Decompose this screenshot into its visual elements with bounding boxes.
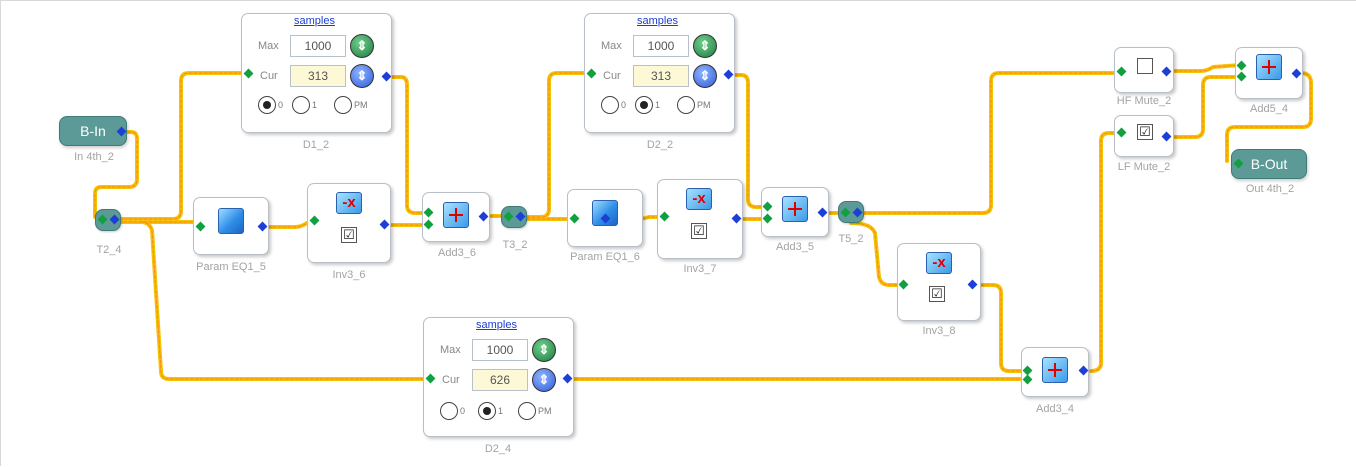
node-t5-2[interactable] bbox=[838, 201, 864, 223]
radio-0[interactable] bbox=[440, 402, 458, 420]
cur-spinner-icon[interactable]: ⇕ bbox=[532, 368, 556, 392]
cur-label: Cur bbox=[442, 374, 460, 386]
samples-link[interactable]: samples bbox=[637, 15, 678, 27]
node-t3-2[interactable] bbox=[501, 206, 527, 228]
add-icon[interactable] bbox=[782, 196, 808, 222]
add-icon[interactable] bbox=[1042, 357, 1068, 383]
delay-label: D2_4 bbox=[484, 443, 512, 455]
add-icon[interactable] bbox=[443, 202, 469, 228]
radio-0-label: 0 bbox=[278, 100, 284, 110]
radio-pm[interactable] bbox=[334, 96, 352, 114]
lf-mute-label: LF Mute_2 bbox=[1117, 161, 1171, 173]
cur-field[interactable]: 626 bbox=[472, 369, 528, 391]
max-field[interactable]: 1000 bbox=[472, 339, 528, 361]
input-block[interactable]: B-In bbox=[59, 116, 127, 146]
radio-1-label: 1 bbox=[312, 100, 318, 110]
max-spinner-icon[interactable]: ⇕ bbox=[693, 34, 717, 58]
radio-pm-label: PM bbox=[538, 406, 552, 416]
node-label: T3_2 bbox=[502, 239, 528, 251]
max-label: Max bbox=[258, 40, 279, 52]
cur-field[interactable]: 313 bbox=[633, 65, 689, 87]
invert-icon[interactable]: -x bbox=[926, 252, 952, 274]
hf-mute-label: HF Mute_2 bbox=[1116, 95, 1172, 107]
delay-block-d1-2[interactable]: samples Max 1000 ⇕ Cur 313 ⇕ 0 1 PM bbox=[241, 13, 392, 133]
param-eq-block[interactable] bbox=[193, 197, 269, 255]
max-spinner-icon[interactable]: ⇕ bbox=[350, 34, 374, 58]
invert-checkbox[interactable]: ☑ bbox=[929, 286, 945, 302]
radio-pm-label: PM bbox=[354, 100, 368, 110]
max-spinner-icon[interactable]: ⇕ bbox=[532, 338, 556, 362]
cur-field[interactable]: 313 bbox=[290, 65, 346, 87]
output-block[interactable]: B-Out bbox=[1231, 149, 1307, 179]
adder-block-add5-4[interactable] bbox=[1235, 47, 1303, 99]
inverter-label: Inv3_7 bbox=[683, 263, 717, 275]
cur-label: Cur bbox=[603, 70, 621, 82]
cur-label: Cur bbox=[260, 70, 278, 82]
param-eq-label: Param EQ1_6 bbox=[570, 251, 640, 263]
radio-1[interactable] bbox=[478, 402, 496, 420]
samples-link[interactable]: samples bbox=[294, 15, 335, 27]
delay-block-d2-4[interactable]: samples Max 1000 ⇕ Cur 626 ⇕ 0 1 PM bbox=[423, 317, 574, 437]
adder-label: Add3_6 bbox=[438, 247, 476, 259]
inverter-label: Inv3_8 bbox=[922, 325, 956, 337]
radio-0[interactable] bbox=[601, 96, 619, 114]
radio-1-label: 1 bbox=[498, 406, 504, 416]
cur-spinner-icon[interactable]: ⇕ bbox=[350, 64, 374, 88]
delay-label: D2_2 bbox=[646, 139, 674, 151]
inverter-block-inv3-7[interactable]: -x ☑ bbox=[657, 179, 743, 259]
radio-pm[interactable] bbox=[677, 96, 695, 114]
delay-block-d2-2[interactable]: samples Max 1000 ⇕ Cur 313 ⇕ 0 1 PM bbox=[584, 13, 735, 133]
add-icon[interactable] bbox=[1256, 54, 1282, 80]
node-t2-4[interactable] bbox=[95, 209, 121, 231]
adder-label: Add5_4 bbox=[1250, 103, 1288, 115]
invert-checkbox[interactable]: ☑ bbox=[691, 223, 707, 239]
node-label: T5_2 bbox=[838, 233, 864, 245]
adder-block-add3-4[interactable] bbox=[1021, 347, 1089, 397]
inverter-block-inv3-8[interactable]: -x ☑ bbox=[897, 243, 981, 321]
input-text: B-In bbox=[80, 123, 106, 139]
radio-1[interactable] bbox=[292, 96, 310, 114]
radio-pm-label: PM bbox=[697, 100, 711, 110]
radio-1-label: 1 bbox=[655, 100, 661, 110]
radio-0-label: 0 bbox=[460, 406, 466, 416]
adder-label: Add3_4 bbox=[1036, 403, 1074, 415]
output-label: Out 4th_2 bbox=[1245, 183, 1295, 195]
invert-checkbox[interactable]: ☑ bbox=[341, 227, 357, 243]
adder-block-add3-6[interactable] bbox=[422, 192, 490, 242]
param-eq-label: Param EQ1_5 bbox=[196, 261, 266, 273]
output-text: B-Out bbox=[1250, 156, 1288, 172]
max-field[interactable]: 1000 bbox=[290, 35, 346, 57]
inverter-block-inv3-6[interactable]: -x ☑ bbox=[307, 183, 391, 263]
samples-link[interactable]: samples bbox=[476, 319, 517, 331]
hf-mute-checkbox[interactable] bbox=[1137, 58, 1153, 74]
radio-1[interactable] bbox=[635, 96, 653, 114]
input-label: In 4th_2 bbox=[74, 151, 114, 163]
eq-square-icon[interactable] bbox=[218, 208, 244, 234]
lf-mute-checkbox[interactable]: ☑ bbox=[1137, 124, 1153, 140]
inverter-label: Inv3_6 bbox=[332, 269, 366, 281]
max-label: Max bbox=[601, 40, 622, 52]
invert-icon[interactable]: -x bbox=[336, 192, 362, 214]
adder-label: Add3_5 bbox=[776, 241, 814, 253]
radio-0-label: 0 bbox=[621, 100, 627, 110]
radio-0[interactable] bbox=[258, 96, 276, 114]
max-label: Max bbox=[440, 344, 461, 356]
max-field[interactable]: 1000 bbox=[633, 35, 689, 57]
node-label: T2_4 bbox=[96, 244, 122, 256]
cur-spinner-icon[interactable]: ⇕ bbox=[693, 64, 717, 88]
invert-icon[interactable]: -x bbox=[686, 188, 712, 210]
radio-pm[interactable] bbox=[518, 402, 536, 420]
delay-label: D1_2 bbox=[302, 139, 330, 151]
